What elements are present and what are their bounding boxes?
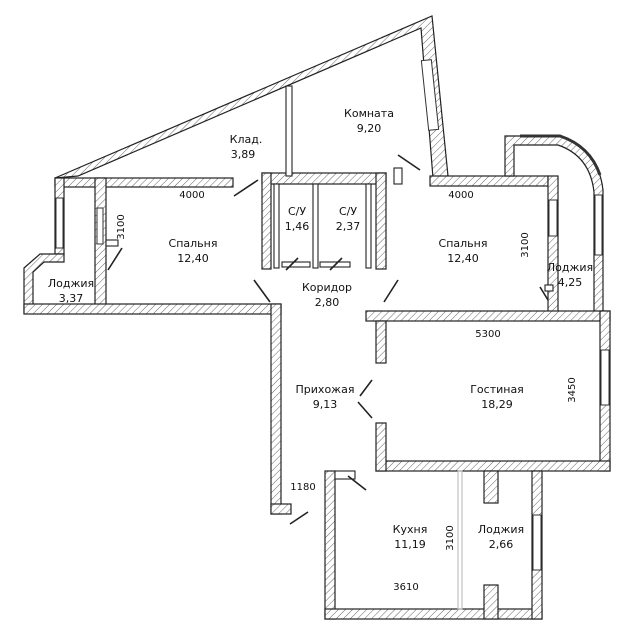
- windows: [55, 59, 610, 571]
- room-name-su1: С/У: [288, 205, 306, 218]
- room-area-gostinaya: 18,29: [481, 398, 513, 411]
- room-area-loggia-bottom: 2,66: [489, 538, 514, 551]
- room-name-su2: С/У: [339, 205, 357, 218]
- room-name-loggia-bottom: Лоджия: [478, 523, 524, 536]
- dim-living-width: 5300: [475, 329, 500, 340]
- room-name-gostinaya: Гостиная: [470, 383, 524, 396]
- room-area-su2: 2,37: [336, 220, 361, 233]
- room-area-komnata: 9,20: [357, 122, 382, 135]
- room-area-kladovaya: 3,89: [231, 148, 256, 161]
- room-name-spalnya-left: Спальня: [169, 237, 218, 250]
- room-name-prihozhaya: Прихожая: [296, 383, 355, 396]
- room-name-komnata: Комната: [344, 107, 394, 120]
- room-name-spalnya-right: Спальня: [439, 237, 488, 250]
- room-area-su1: 1,46: [285, 220, 310, 233]
- room-name-kuhnya: Кухня: [393, 523, 428, 536]
- dim-top-right-width: 4000: [448, 190, 473, 201]
- room-area-spalnya-right: 12,40: [447, 252, 479, 265]
- room-area-koridor: 2,80: [315, 296, 340, 309]
- room-area-spalnya-left: 12,40: [177, 252, 209, 265]
- dim-living-depth: 3450: [567, 377, 578, 402]
- room-labels: Клад. 3,89 Комната 9,20 Спальня 12,40 С/…: [48, 107, 593, 551]
- room-area-loggia-right: 4,25: [558, 276, 583, 289]
- dim-top-left-width: 4000: [179, 190, 204, 201]
- doors: [107, 154, 549, 525]
- room-area-prihozhaya: 9,13: [313, 398, 338, 411]
- room-name-koridor: Коридор: [302, 281, 352, 294]
- room-area-loggia-left: 3,37: [59, 292, 84, 305]
- room-area-kuhnya: 11,19: [394, 538, 426, 551]
- dimension-labels: 4000 4000 3100 3100 5300 3450 1180 3100 …: [116, 190, 578, 593]
- dim-kitchen-depth: 3100: [445, 525, 456, 550]
- room-name-loggia-left: Лоджия: [48, 277, 94, 290]
- dim-right-bedroom-depth: 3100: [520, 232, 531, 257]
- dim-left-bedroom-depth: 3100: [116, 214, 127, 239]
- room-name-kladovaya: Клад.: [230, 133, 263, 146]
- dim-kitchen-width: 3610: [393, 582, 418, 593]
- dim-hall-width: 1180: [290, 482, 315, 493]
- room-name-loggia-right: Лоджия: [547, 261, 593, 274]
